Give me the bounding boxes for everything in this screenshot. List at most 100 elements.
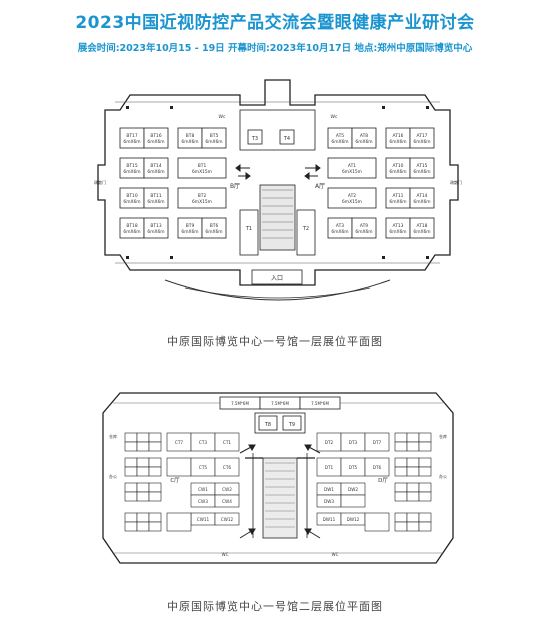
floor2-right-grid	[316, 432, 432, 532]
booth-AT9	[351, 217, 377, 239]
booth-label: AT10	[393, 163, 404, 169]
booth-label: BT6	[210, 223, 219, 229]
booth-label: CW11	[197, 517, 210, 522]
booth-label: DW11	[323, 517, 336, 522]
floor2-top-booth-labels: 7.5M*6M 7.5M*6M 7.5M*6M	[231, 401, 329, 406]
booth-BT16	[143, 127, 169, 149]
booth-AT8	[351, 127, 377, 149]
booth-label: CT6	[223, 465, 231, 470]
booth-label: CT5	[199, 465, 207, 470]
floor1-core	[239, 109, 316, 285]
booth-label: AT5	[336, 133, 344, 139]
hall-c-label: C厅	[170, 477, 180, 484]
floor1-right-booth-labels: AT5 6mX6m AT8 6mX6m AT16 6mX6m AT17 6mX6…	[331, 133, 430, 235]
booth-label: AT15	[417, 163, 428, 169]
booth-size: 6mX6m	[331, 139, 348, 145]
booth-label: AT2	[348, 193, 356, 199]
floor1-columns	[126, 106, 429, 259]
booth-size: 6mX6m	[123, 199, 140, 205]
booth-size: 6mX6m	[389, 169, 406, 175]
office-label: 办公	[439, 473, 447, 479]
booth-size: 6mX6m	[413, 139, 430, 145]
booth-size: 6mX6m	[181, 139, 198, 145]
booth-label: CT7	[175, 440, 183, 445]
floor2-plan: 7.5M*6M 7.5M*6M 7.5M*6M CT7 CT3 CT1 CT5	[95, 378, 461, 578]
booth-AT15	[409, 157, 435, 179]
wc-label: WC	[222, 552, 229, 557]
booth-label: DT1	[325, 465, 334, 470]
floor2-core	[245, 412, 315, 539]
booth-size: 6mX6m	[181, 229, 198, 235]
entrance-label: 入口	[271, 275, 283, 282]
booth-size: 6mX6m	[331, 229, 348, 235]
booth-BT1	[177, 157, 227, 179]
lift-label: T4	[283, 136, 290, 142]
warehouse-label: 仓库	[439, 433, 447, 439]
booth-size: 6mX6m	[355, 139, 372, 145]
booth-size: 6mX6m	[389, 229, 406, 235]
booth-size: 6mX6m	[389, 139, 406, 145]
booth-label: BT1	[198, 163, 207, 169]
booth-label: CW12	[221, 517, 234, 522]
booth-size: 6mX6m	[123, 169, 140, 175]
booth-size: 6mX6m	[355, 229, 372, 235]
lift-T9	[282, 415, 302, 431]
booth-label: CW3	[198, 499, 208, 504]
booth-size: 6mX6m	[205, 229, 222, 235]
booth-size: 6mX15m	[342, 199, 362, 205]
booth-label: CT1	[223, 440, 231, 445]
booth-label: AT11	[393, 193, 404, 199]
booth-label: BT16	[150, 133, 161, 139]
page-title: 2023中国近视防控产品交流会暨眼健康产业研讨会	[75, 13, 475, 33]
floor1-walls	[97, 79, 459, 301]
booth-label: AT16	[393, 133, 404, 139]
booth-BT14	[143, 157, 169, 179]
booth-size: 6mX6m	[147, 139, 164, 145]
booth-label: DT2	[325, 440, 334, 445]
lift-label: T9	[288, 422, 295, 428]
booth-label: BT15	[126, 163, 137, 169]
booth-AT2	[327, 187, 377, 209]
booth-AT1	[327, 157, 377, 179]
hall-a-label: A厅	[315, 183, 325, 190]
exit-label: 疏散门	[450, 179, 462, 185]
floor1-flow-arrows	[235, 164, 321, 180]
booth-label: AT17	[417, 133, 428, 139]
booth-label: DT7	[373, 440, 382, 445]
booth-label: BT11	[150, 193, 161, 199]
booth-label: DT5	[349, 465, 358, 470]
booth-size: 6mX15m	[192, 169, 212, 175]
booth-label: BT2	[198, 193, 207, 199]
booth-label: BT17	[126, 133, 137, 139]
floor2-flow-arrows	[239, 444, 321, 539]
booth-size: 6mX15m	[192, 199, 212, 205]
booth-label: AT3	[336, 223, 344, 229]
floor2-left-grid	[124, 432, 240, 532]
booth-size: 6mX6m	[123, 229, 140, 235]
floor1-core-labels: T3 T4 T1 T2 入口 B厅 A厅 Wc Wc 疏散门 疏散门	[94, 114, 462, 282]
booth-label: BT9	[186, 223, 195, 229]
booth-AT14	[409, 187, 435, 209]
lift-T4	[279, 129, 295, 145]
booth-label: BT18	[126, 223, 137, 229]
booth-size: 6mX6m	[413, 199, 430, 205]
lift-T1	[239, 209, 259, 256]
booth-label: BT13	[150, 223, 161, 229]
lift-label: T8	[264, 422, 271, 428]
booth-BT5	[201, 127, 227, 149]
booth-label: AT18	[417, 223, 428, 229]
booth-label: AT8	[360, 133, 368, 139]
booth-BT2	[177, 187, 227, 209]
lift-label: T1	[245, 226, 252, 232]
booth-size: 6mX6m	[147, 169, 164, 175]
booth-BT6	[201, 217, 227, 239]
booth-label: 7.5M*6M	[311, 401, 329, 406]
booth-AT18	[409, 217, 435, 239]
booth-label: 7.5M*6M	[231, 401, 249, 406]
booth-size: 6mX6m	[205, 139, 222, 145]
lift-label: T3	[251, 136, 258, 142]
event-info: 展会时间:2023年10月15 - 19日 开幕时间:2023年10月17日 地…	[77, 43, 473, 54]
booth-label: CW4	[222, 499, 232, 504]
floor2-caption: 中原国际博览中心一号馆二层展位平面图	[167, 600, 383, 613]
floor2-top-booths	[219, 396, 341, 410]
